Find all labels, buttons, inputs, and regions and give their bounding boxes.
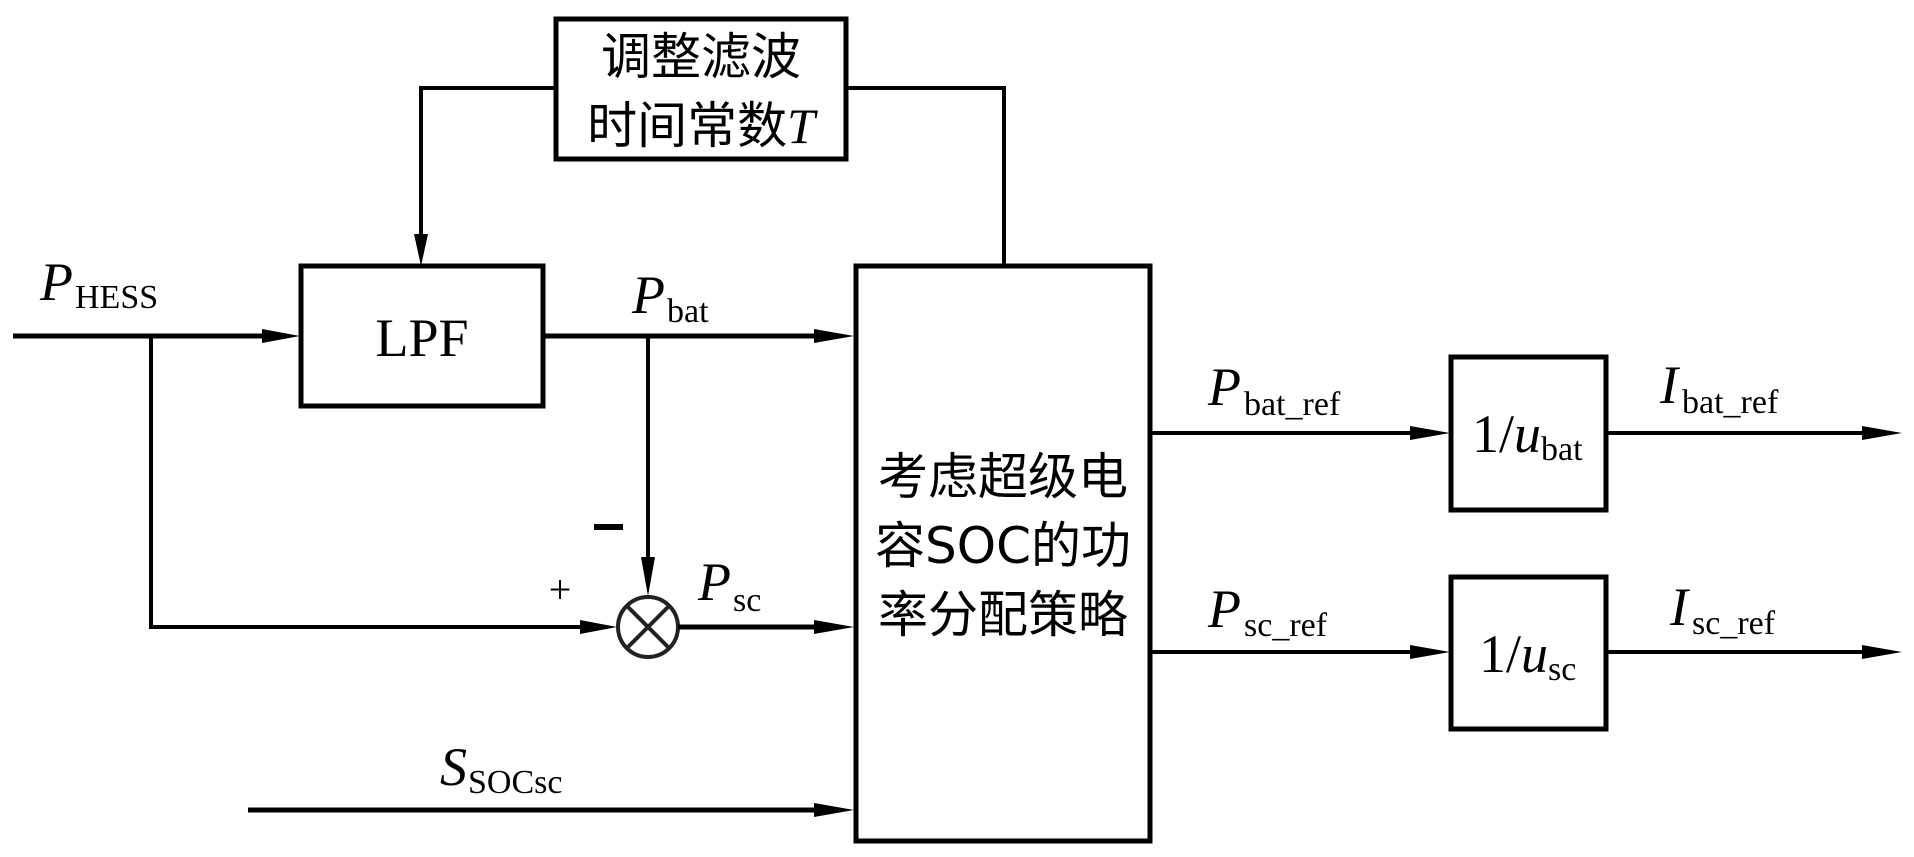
p-sc-label-sub: sc	[733, 582, 761, 619]
gain-sc-prefix: 1/	[1479, 624, 1521, 684]
junction-cross-2	[625, 604, 671, 650]
gain-bat-label: 1/ubat	[1472, 404, 1583, 468]
lpf-block	[298, 263, 546, 409]
minus-sign: −	[608, 534, 609, 536]
time-constant-line2-text: 时间常数	[587, 97, 787, 155]
plus-sign: +	[549, 567, 572, 612]
p-sc-ref-label-sub: sc_ref	[1244, 607, 1328, 644]
i-bat-ref-arrowhead	[1862, 426, 1902, 440]
time-constant-var: T	[787, 98, 818, 154]
minus-input-arrowhead	[641, 557, 655, 596]
strategy-block	[853, 263, 1153, 844]
i-sc-ref-label-main: I	[1669, 577, 1691, 637]
time-constant-line1: 调整滤波	[601, 28, 801, 86]
gain-sc-var: u	[1521, 624, 1548, 684]
p-hess-branch-line	[149, 336, 590, 629]
i-bat-ref-label-sub: bat_ref	[1682, 384, 1779, 421]
gain-bat-sub: bat	[1541, 431, 1583, 468]
strategy-line3: 率分配策略	[878, 586, 1128, 644]
p-bat-ref-label-main: P	[1207, 357, 1241, 417]
s-soc-label-sub: SOCsc	[468, 764, 562, 801]
p-bat-label-main: P	[631, 265, 665, 325]
gain-sc-label: 1/usc	[1479, 624, 1576, 688]
gain-bat-prefix: 1/	[1472, 404, 1514, 464]
gain-bat-var: u	[1514, 404, 1541, 464]
p-hess-label-main: P	[39, 252, 73, 312]
strategy-line1: 考虑超级电	[878, 448, 1128, 506]
p-bat-ref-label-sub: bat_ref	[1244, 386, 1341, 423]
feedback-arrowhead	[414, 234, 428, 266]
gain-sc-block	[1448, 574, 1609, 732]
lpf-label: LPF	[375, 308, 468, 368]
strategy-line2: 容SOC的功	[875, 517, 1131, 575]
i-sc-ref-label-sub: sc_ref	[1692, 605, 1776, 642]
p-sc-ref-label-main: P	[1207, 579, 1241, 639]
feedback-line-from-strategy	[846, 86, 1006, 266]
i-sc-ref-arrowhead	[1862, 645, 1902, 659]
summing-junction	[616, 595, 680, 659]
p-bat-label-sub: bat	[667, 293, 709, 330]
gain-sc-sub: sc	[1548, 651, 1576, 688]
p-hess-arrowhead	[262, 329, 300, 343]
plus-input-arrowhead	[580, 620, 617, 634]
p-bat-arrowhead	[814, 329, 854, 343]
time-constant-line2: 时间常数T	[587, 97, 818, 155]
p-sc-label-main: P	[697, 552, 731, 612]
p-sc-arrowhead	[814, 620, 854, 634]
p-bat-ref-arrowhead	[1410, 426, 1450, 440]
feedback-line-to-lpf	[419, 86, 556, 240]
p-sc-ref-arrowhead	[1410, 645, 1450, 659]
i-bat-ref-label-main: I	[1659, 355, 1681, 415]
s-soc-label-main: S	[440, 737, 467, 797]
s-soc-arrowhead	[814, 803, 854, 817]
p-hess-label-sub: HESS	[75, 279, 158, 316]
